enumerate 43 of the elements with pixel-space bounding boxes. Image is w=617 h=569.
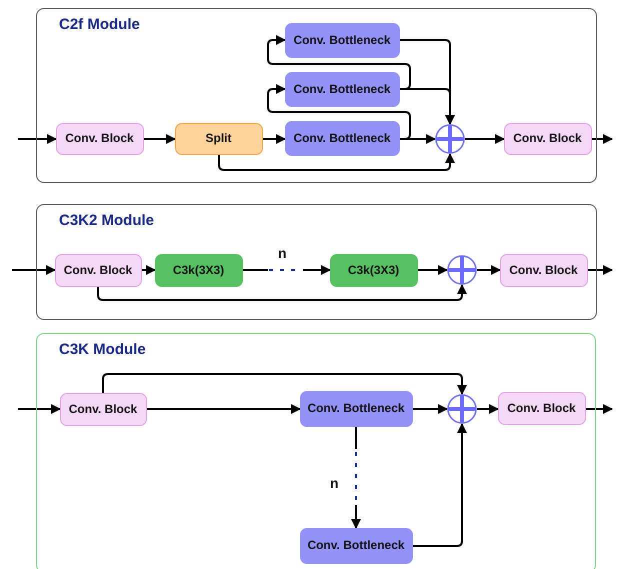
arrow [102, 373, 467, 395]
split-block: Split [174, 122, 262, 154]
conv-block: Conv. Block [498, 392, 586, 424]
arrow [267, 35, 411, 90]
arrow [18, 404, 61, 414]
conv-block: Conv. Block [60, 392, 146, 426]
conv-block: Conv. Block [56, 122, 144, 154]
arrow [144, 134, 176, 144]
sum-circle [434, 124, 464, 154]
module-panel [36, 8, 597, 183]
conv-block: Conv. Block [504, 122, 592, 154]
module-title: C3K Module [59, 341, 146, 358]
sum-circle [446, 394, 476, 424]
arrow [592, 134, 613, 144]
arrow [477, 404, 499, 414]
arrow [413, 404, 448, 414]
bottleneck-block: Conv. Bottleneck [284, 72, 400, 106]
arrow [142, 265, 156, 275]
bottleneck-block: Conv. Bottleneck [300, 528, 412, 564]
c3k-block: C3k(3X3) [330, 254, 418, 286]
conv-block: Conv. Block [500, 254, 588, 286]
module-panel [36, 333, 596, 569]
arrow [477, 265, 501, 275]
arrow [263, 134, 286, 144]
c3k-block: C3k(3X3) [154, 254, 242, 286]
conv-block: Conv. Block [54, 254, 142, 286]
arrow [147, 404, 301, 414]
arrow [267, 84, 411, 140]
arrow [12, 265, 56, 275]
arrow [418, 265, 448, 275]
arrow [465, 134, 505, 144]
module-title: C2f Module [59, 16, 140, 33]
module-panel [36, 204, 597, 320]
arrow [586, 404, 613, 414]
sum-circle [446, 254, 476, 284]
bottleneck-block: Conv. Bottleneck [284, 22, 400, 58]
arrow [588, 265, 613, 275]
module-title: C3K2 Module [59, 212, 154, 229]
arrow [400, 39, 455, 125]
bottleneck-block: Conv. Bottleneck [284, 120, 400, 156]
arrow [18, 134, 57, 144]
arrow [413, 423, 467, 547]
bottleneck-block: Conv. Bottleneck [300, 390, 412, 426]
